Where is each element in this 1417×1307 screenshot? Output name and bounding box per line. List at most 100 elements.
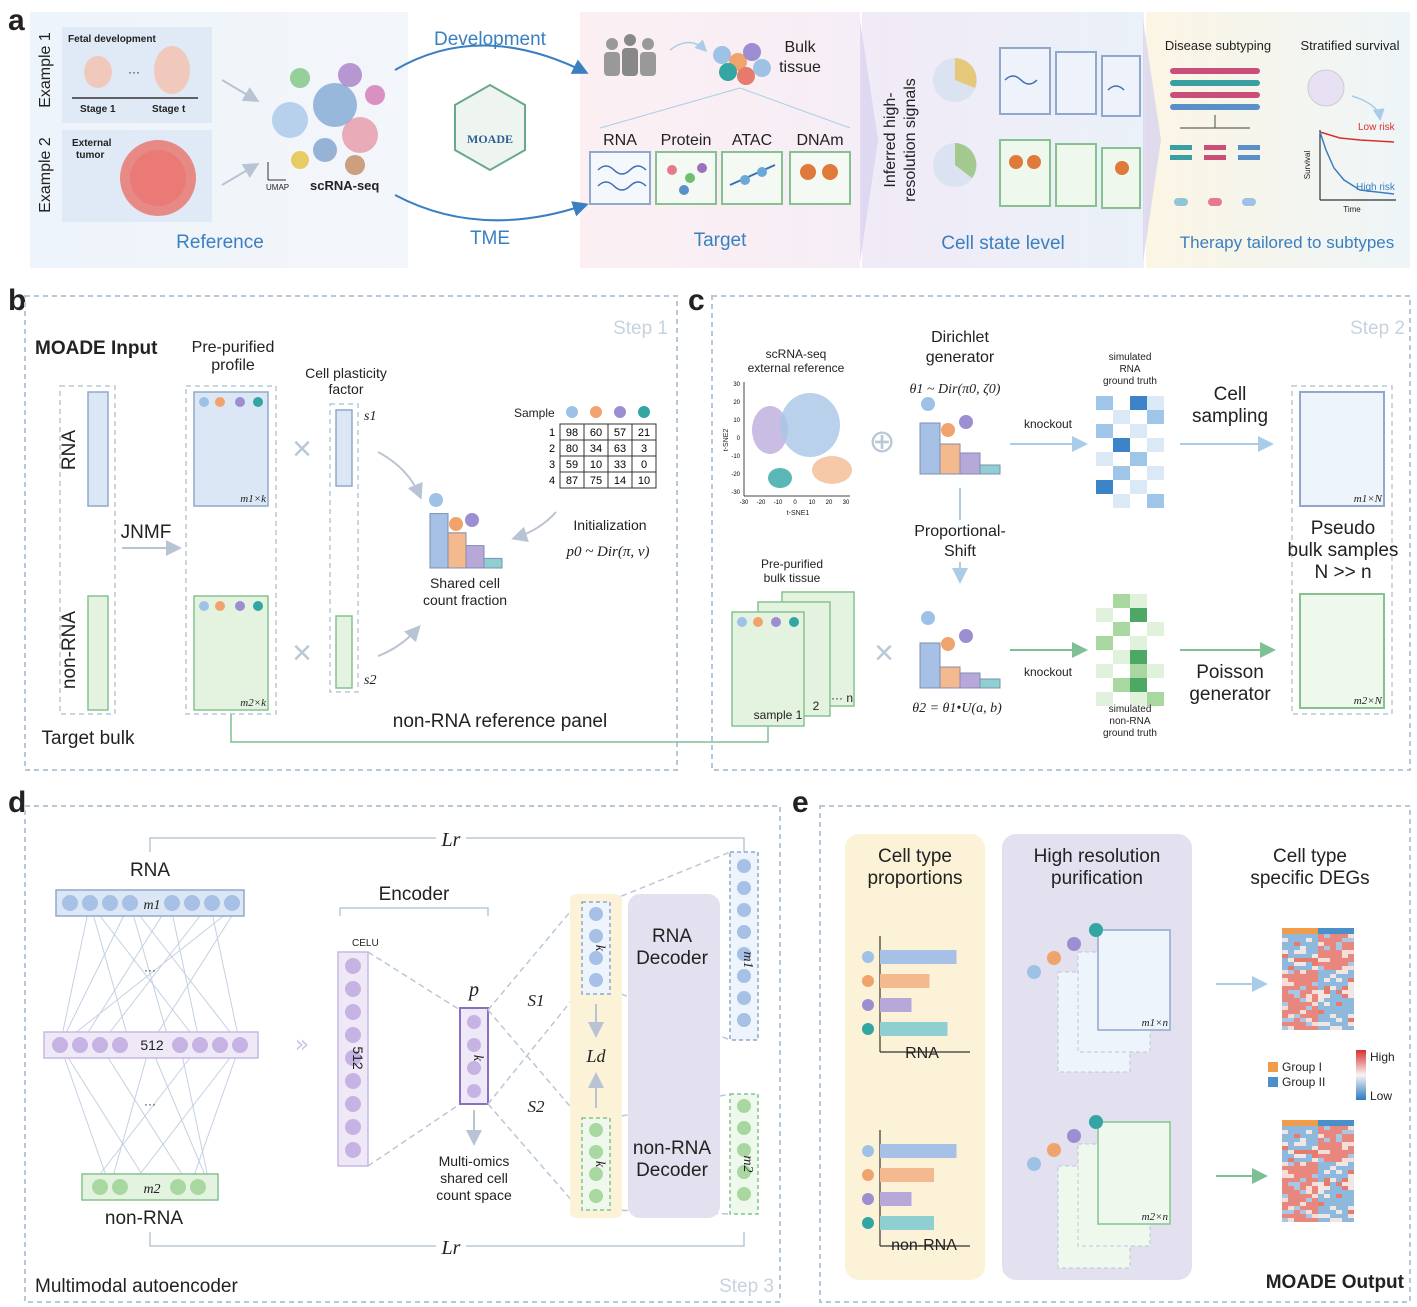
bulk-tissue-cells-icon (713, 43, 771, 85)
heatmap-cell (1336, 958, 1342, 962)
heatmap-cell (1147, 494, 1164, 508)
heatmap-cell (1336, 1202, 1342, 1206)
cell-icon (959, 629, 973, 643)
theta2-formula: θ2 = θ1•U(a, b) (912, 701, 1002, 716)
heatmap-cell (1282, 970, 1288, 974)
heatmap-cell (1324, 938, 1330, 942)
group2-bar (1318, 1120, 1354, 1126)
heatmap-cell (1342, 1206, 1348, 1210)
heatmap-cell (1336, 978, 1342, 982)
dirichlet-label-1: Dirichlet (931, 329, 989, 346)
heatmap-cell (1300, 1206, 1306, 1210)
table-cell: 87 (566, 475, 578, 487)
heatmap-cell (1342, 1194, 1348, 1198)
heatmap-cell (1294, 1198, 1300, 1202)
heatmap-cell (1096, 452, 1113, 466)
heatmap-cell (1348, 1158, 1354, 1162)
heatmap-cell (1348, 1022, 1354, 1026)
heatmap-cell (1113, 678, 1130, 692)
proportion-bar (880, 1216, 934, 1230)
heatmap-cell (1324, 978, 1330, 982)
heatmap-cell (1348, 1218, 1354, 1222)
heatmap-cell (1294, 1018, 1300, 1022)
heatmap-cell (1318, 1178, 1324, 1182)
tsne-y-tick: -30 (731, 490, 740, 496)
nonrna-profile-matrix (193, 595, 269, 711)
heatmap-cell (1336, 966, 1342, 970)
heatmap-cell (1312, 938, 1318, 942)
heatmap-cell (1330, 1206, 1336, 1210)
heatmap-cell (1330, 1198, 1336, 1202)
heatmap-cell (1294, 1158, 1300, 1162)
heatmap-cell (1306, 982, 1312, 986)
output-m1-label: m1 (740, 951, 755, 968)
heatmap-cell (1288, 1214, 1294, 1218)
heatmap-cell (1096, 692, 1113, 706)
heatmap-cell (1342, 950, 1348, 954)
output-node (737, 1121, 751, 1135)
rna-decoder-label-1: RNA (652, 926, 692, 947)
heatmap-cell (1330, 946, 1336, 950)
group1-bar (1282, 928, 1318, 934)
heatmap-cell (1324, 1010, 1330, 1014)
scrna-ext-label-1: scRNA-seq (766, 347, 827, 361)
heatmap-cell (1288, 978, 1294, 982)
heatmap-cell (1318, 994, 1324, 998)
heatmap-cell (1324, 1126, 1330, 1130)
heatmap-cell (1306, 950, 1312, 954)
panel-e-frame (819, 805, 1411, 1303)
heatmap-cell (1288, 994, 1294, 998)
knockout-label-top: knockout (1024, 417, 1073, 431)
heatmap-cell (1300, 934, 1306, 938)
heatmap-cell (1324, 1218, 1330, 1222)
theta-bar (939, 666, 961, 689)
heatmap-cell (1336, 1178, 1342, 1182)
heatmap-cell (1282, 942, 1288, 946)
k-node (589, 973, 603, 987)
heatmap-cell (1147, 452, 1164, 466)
proportion-bar (880, 998, 912, 1012)
heatmap-cell (1336, 942, 1342, 946)
nonrna-input-nodes (92, 1179, 206, 1195)
table-cell: 3 (641, 443, 647, 455)
heatmap-cell (1294, 934, 1300, 938)
table-cell: 60 (590, 427, 602, 439)
heatmap-cell (1318, 1154, 1324, 1158)
heatmap-cell (1306, 966, 1312, 970)
scrna-ext-label-2: external reference (748, 361, 845, 375)
m2N-label: m2×N (1354, 695, 1383, 707)
heatmap-cell (1282, 974, 1288, 978)
heatmap-cell (1324, 954, 1330, 958)
heatmap-cell (1306, 1178, 1312, 1182)
heatmap-cell (1342, 1026, 1348, 1030)
heatmap-cell (1306, 1182, 1312, 1186)
heatmap-cell (1318, 978, 1324, 982)
heatmap-cell (1288, 1146, 1294, 1150)
heatmap-cell (1288, 1202, 1294, 1206)
heatmap-cell (1096, 678, 1113, 692)
heatmap-cell (1282, 962, 1288, 966)
heatmap-cell (1288, 1206, 1294, 1210)
heatmap-cell (1288, 982, 1294, 986)
heatmap-cell (1342, 986, 1348, 990)
tsne-y-tick: 20 (733, 400, 740, 406)
heatmap-cell (1324, 1194, 1330, 1198)
heatmap-cell (1147, 636, 1164, 650)
heatmap-cell (1324, 1202, 1330, 1206)
heatmap-cell (1330, 934, 1336, 938)
hidden-node (212, 1037, 228, 1053)
shared-fraction-bar (465, 545, 485, 569)
plasticity-label-1: Cell plasticity (305, 365, 387, 381)
heatmap-cell (1113, 438, 1130, 452)
heatmap-cell (1342, 1218, 1348, 1222)
celu-node (345, 981, 361, 997)
m1n-label: m1×n (1142, 1017, 1169, 1029)
multimodal-autoencoder-label: Multimodal autoencoder (35, 1276, 238, 1297)
heatmap-cell (1312, 1010, 1318, 1014)
heatmap-cell (1342, 990, 1348, 994)
fetus-icon (154, 46, 190, 94)
p-label: p (467, 979, 479, 1001)
heatmap-cell (1330, 1002, 1336, 1006)
heatmap-cell (1324, 1158, 1330, 1162)
